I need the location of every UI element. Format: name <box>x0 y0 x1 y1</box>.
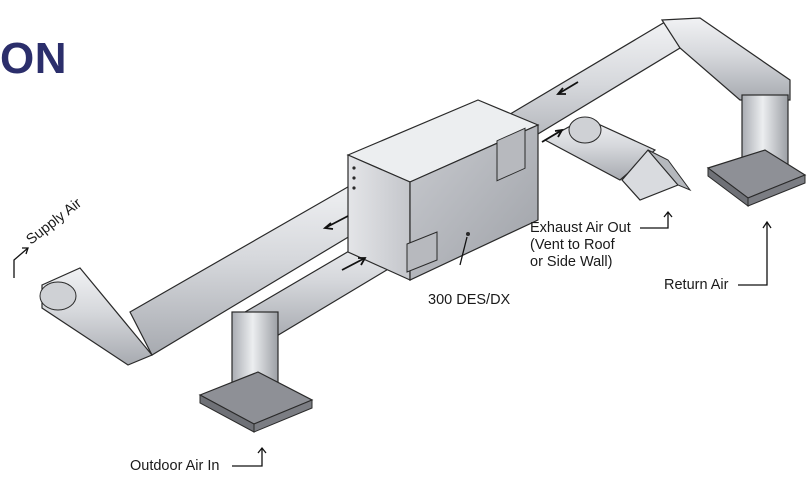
label-pointers <box>13 210 772 467</box>
label-vent-line2: or Side Wall) <box>530 254 613 270</box>
exhaust-duct <box>543 116 692 201</box>
outdoor-air-base-pad <box>198 371 314 433</box>
label-unit-model: 300 DES/DX <box>428 292 511 308</box>
label-exhaust-air-out: Exhaust Air Out <box>530 220 631 236</box>
label-return-air: Return Air <box>664 277 729 293</box>
unit-cabinet <box>346 99 540 281</box>
airflow-arrows <box>322 81 579 271</box>
label-vent-line1: (Vent to Roof <box>530 237 615 253</box>
page-heading: ON <box>0 34 67 83</box>
label-outdoor-air-in: Outdoor Air In <box>130 458 220 474</box>
return-air-base-pad <box>706 149 807 207</box>
